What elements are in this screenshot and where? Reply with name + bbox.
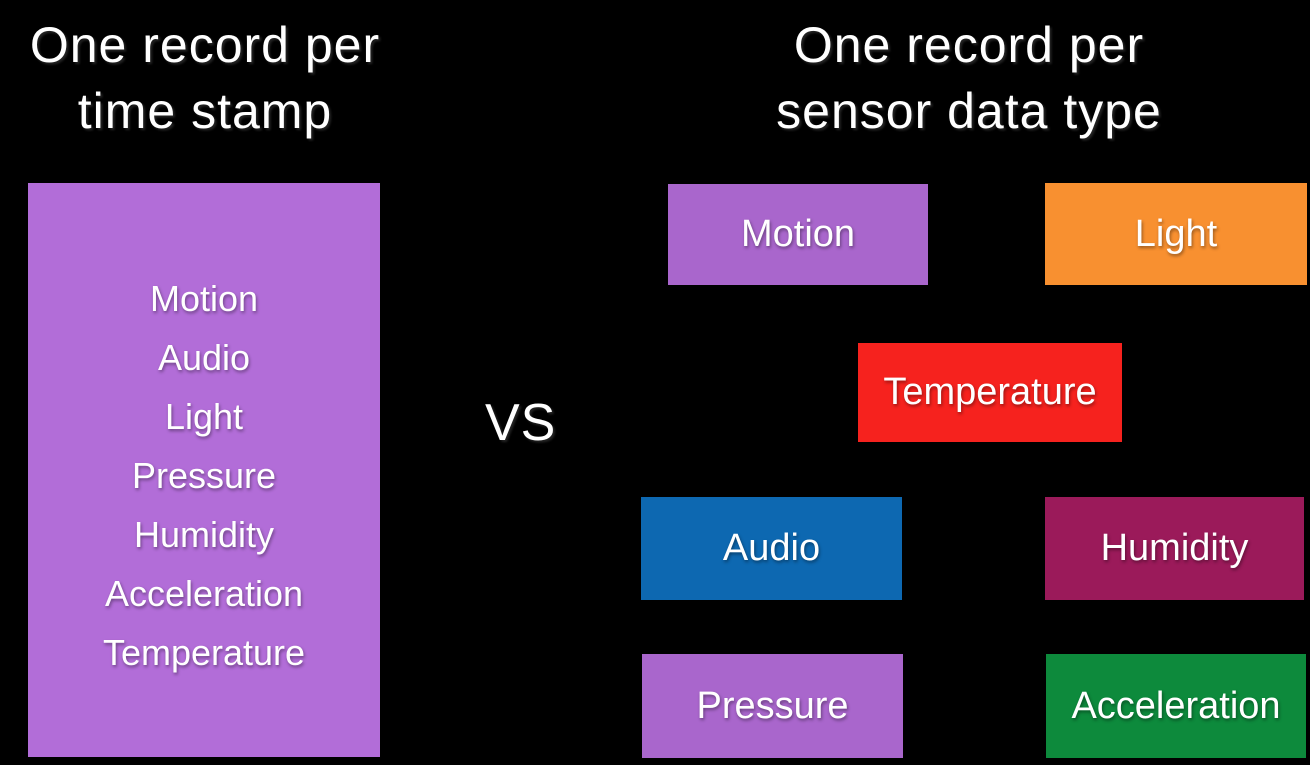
sensor-box-audio: Audio [641,497,902,600]
right-title-line2: sensor data type [776,83,1162,139]
sensor-box-label: Temperature [883,371,1097,413]
list-item-motion: Motion [149,277,259,319]
sensor-box-label: Humidity [1100,527,1249,569]
sensor-box-label: Acceleration [1071,684,1281,727]
left-title-line1: One record per [29,17,381,73]
left-column-title: One record per time stamp [0,12,410,144]
sensor-box-label: Light [1134,212,1218,255]
list-item-humidity: Humidity [133,513,275,555]
sensor-box-pressure: Pressure [642,654,903,758]
list-item-temperature: Temperature [102,631,306,673]
vs-label: VS [485,394,557,452]
sensor-box-motion: Motion [668,184,928,285]
sensor-box-temperature: Temperature [858,343,1122,442]
sensor-box-humidity: Humidity [1045,497,1304,600]
sensor-box-label: Motion [740,213,856,255]
list-item-acceleration: Acceleration [104,572,304,614]
sensor-box-label: Pressure [696,684,849,727]
right-column-title: One record per sensor data type [759,12,1179,144]
sensor-box-acceleration: Acceleration [1046,654,1306,758]
list-item-pressure: Pressure [131,454,277,496]
sensor-box-label: Audio [722,527,821,569]
right-title-line1: One record per [793,17,1145,73]
left-title-line2: time stamp [77,83,333,139]
list-item-audio: Audio [157,336,251,378]
sensor-box-light: Light [1045,183,1307,285]
list-item-light: Light [164,395,244,437]
